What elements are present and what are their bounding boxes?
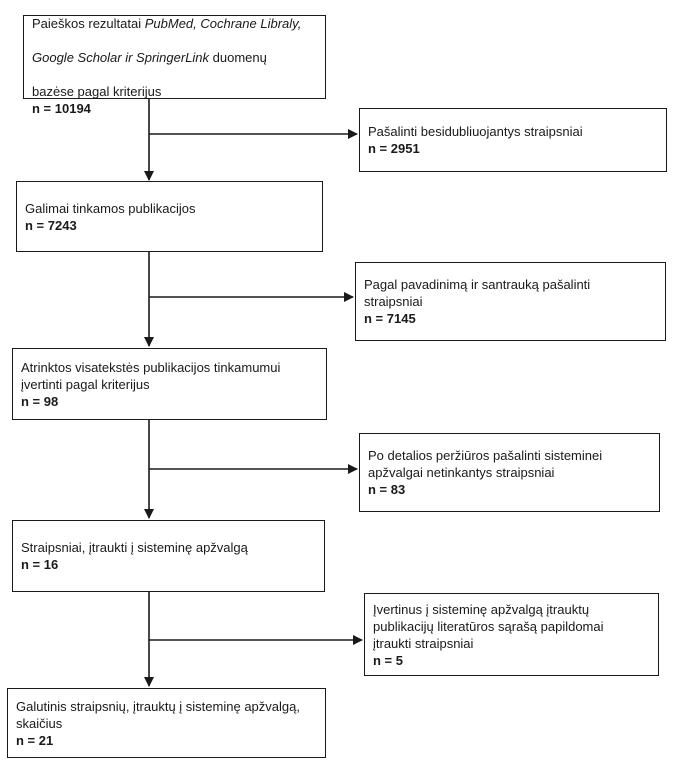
- detailed-count: n = 83: [368, 482, 406, 497]
- fulltext-text: Atrinktos visatekstės publikacijos tinka…: [21, 359, 281, 392]
- fulltext-count: n = 98: [21, 393, 59, 409]
- final-text: Galutinis straipsnių, įtrauktų į sistemi…: [16, 698, 300, 731]
- box-title-abstract-removed: Pagal pavadinimą ir santrauką pašalinti …: [355, 262, 666, 341]
- search-databases-1: PubMed, Cochrane Libraly,: [144, 15, 302, 31]
- search-text-suffix: duomenų: [209, 49, 267, 65]
- search-text-prefix: Paieškos rezultatai: [32, 15, 145, 31]
- box-detailed-review-removed: Po detalios peržiūros pašalinti sistemin…: [359, 433, 660, 512]
- duplicates-count: n = 2951: [368, 141, 420, 156]
- references-text: Įvertinus į sisteminę apžvalgą įtrauktų …: [373, 601, 604, 651]
- box-included-in-review: Straipsniai, įtraukti į sisteminę apžval…: [12, 520, 325, 592]
- detailed-text: Po detalios peržiūros pašalinti sistemin…: [368, 448, 603, 480]
- box-reference-list-added: Įvertinus į sisteminę apžvalgą įtrauktų …: [364, 593, 659, 676]
- references-count: n = 5: [373, 652, 403, 668]
- box-eligible-publications: Galimai tinkamos publikacijos n = 7243: [16, 181, 323, 252]
- search-text-line3: bazėse pagal kriterijus: [32, 83, 162, 99]
- box-duplicates-removed: Pašalinti besidubliuojantys straipsniai …: [359, 108, 667, 172]
- title-abstract-count: n = 7145: [364, 311, 416, 326]
- final-count: n = 21: [16, 732, 54, 748]
- box-final-count: Galutinis straipsnių, įtrauktų į sistemi…: [7, 688, 326, 758]
- search-count: n = 10194: [32, 100, 91, 116]
- duplicates-text: Pašalinti besidubliuojantys straipsniai: [368, 124, 583, 139]
- included-text: Straipsniai, įtraukti į sisteminę apžval…: [21, 540, 248, 555]
- box-search-results: Paieškos rezultatai PubMed, Cochrane Lib…: [23, 15, 326, 116]
- search-databases-2: Google Scholar ir SpringerLink: [32, 49, 210, 65]
- eligible-text: Galimai tinkamos publikacijos: [25, 200, 196, 216]
- eligible-count: n = 7243: [25, 217, 77, 233]
- title-abstract-text: Pagal pavadinimą ir santrauką pašalinti …: [364, 277, 591, 309]
- included-count: n = 16: [21, 557, 59, 572]
- box-fulltext-assessed: Atrinktos visatekstės publikacijos tinka…: [12, 348, 327, 420]
